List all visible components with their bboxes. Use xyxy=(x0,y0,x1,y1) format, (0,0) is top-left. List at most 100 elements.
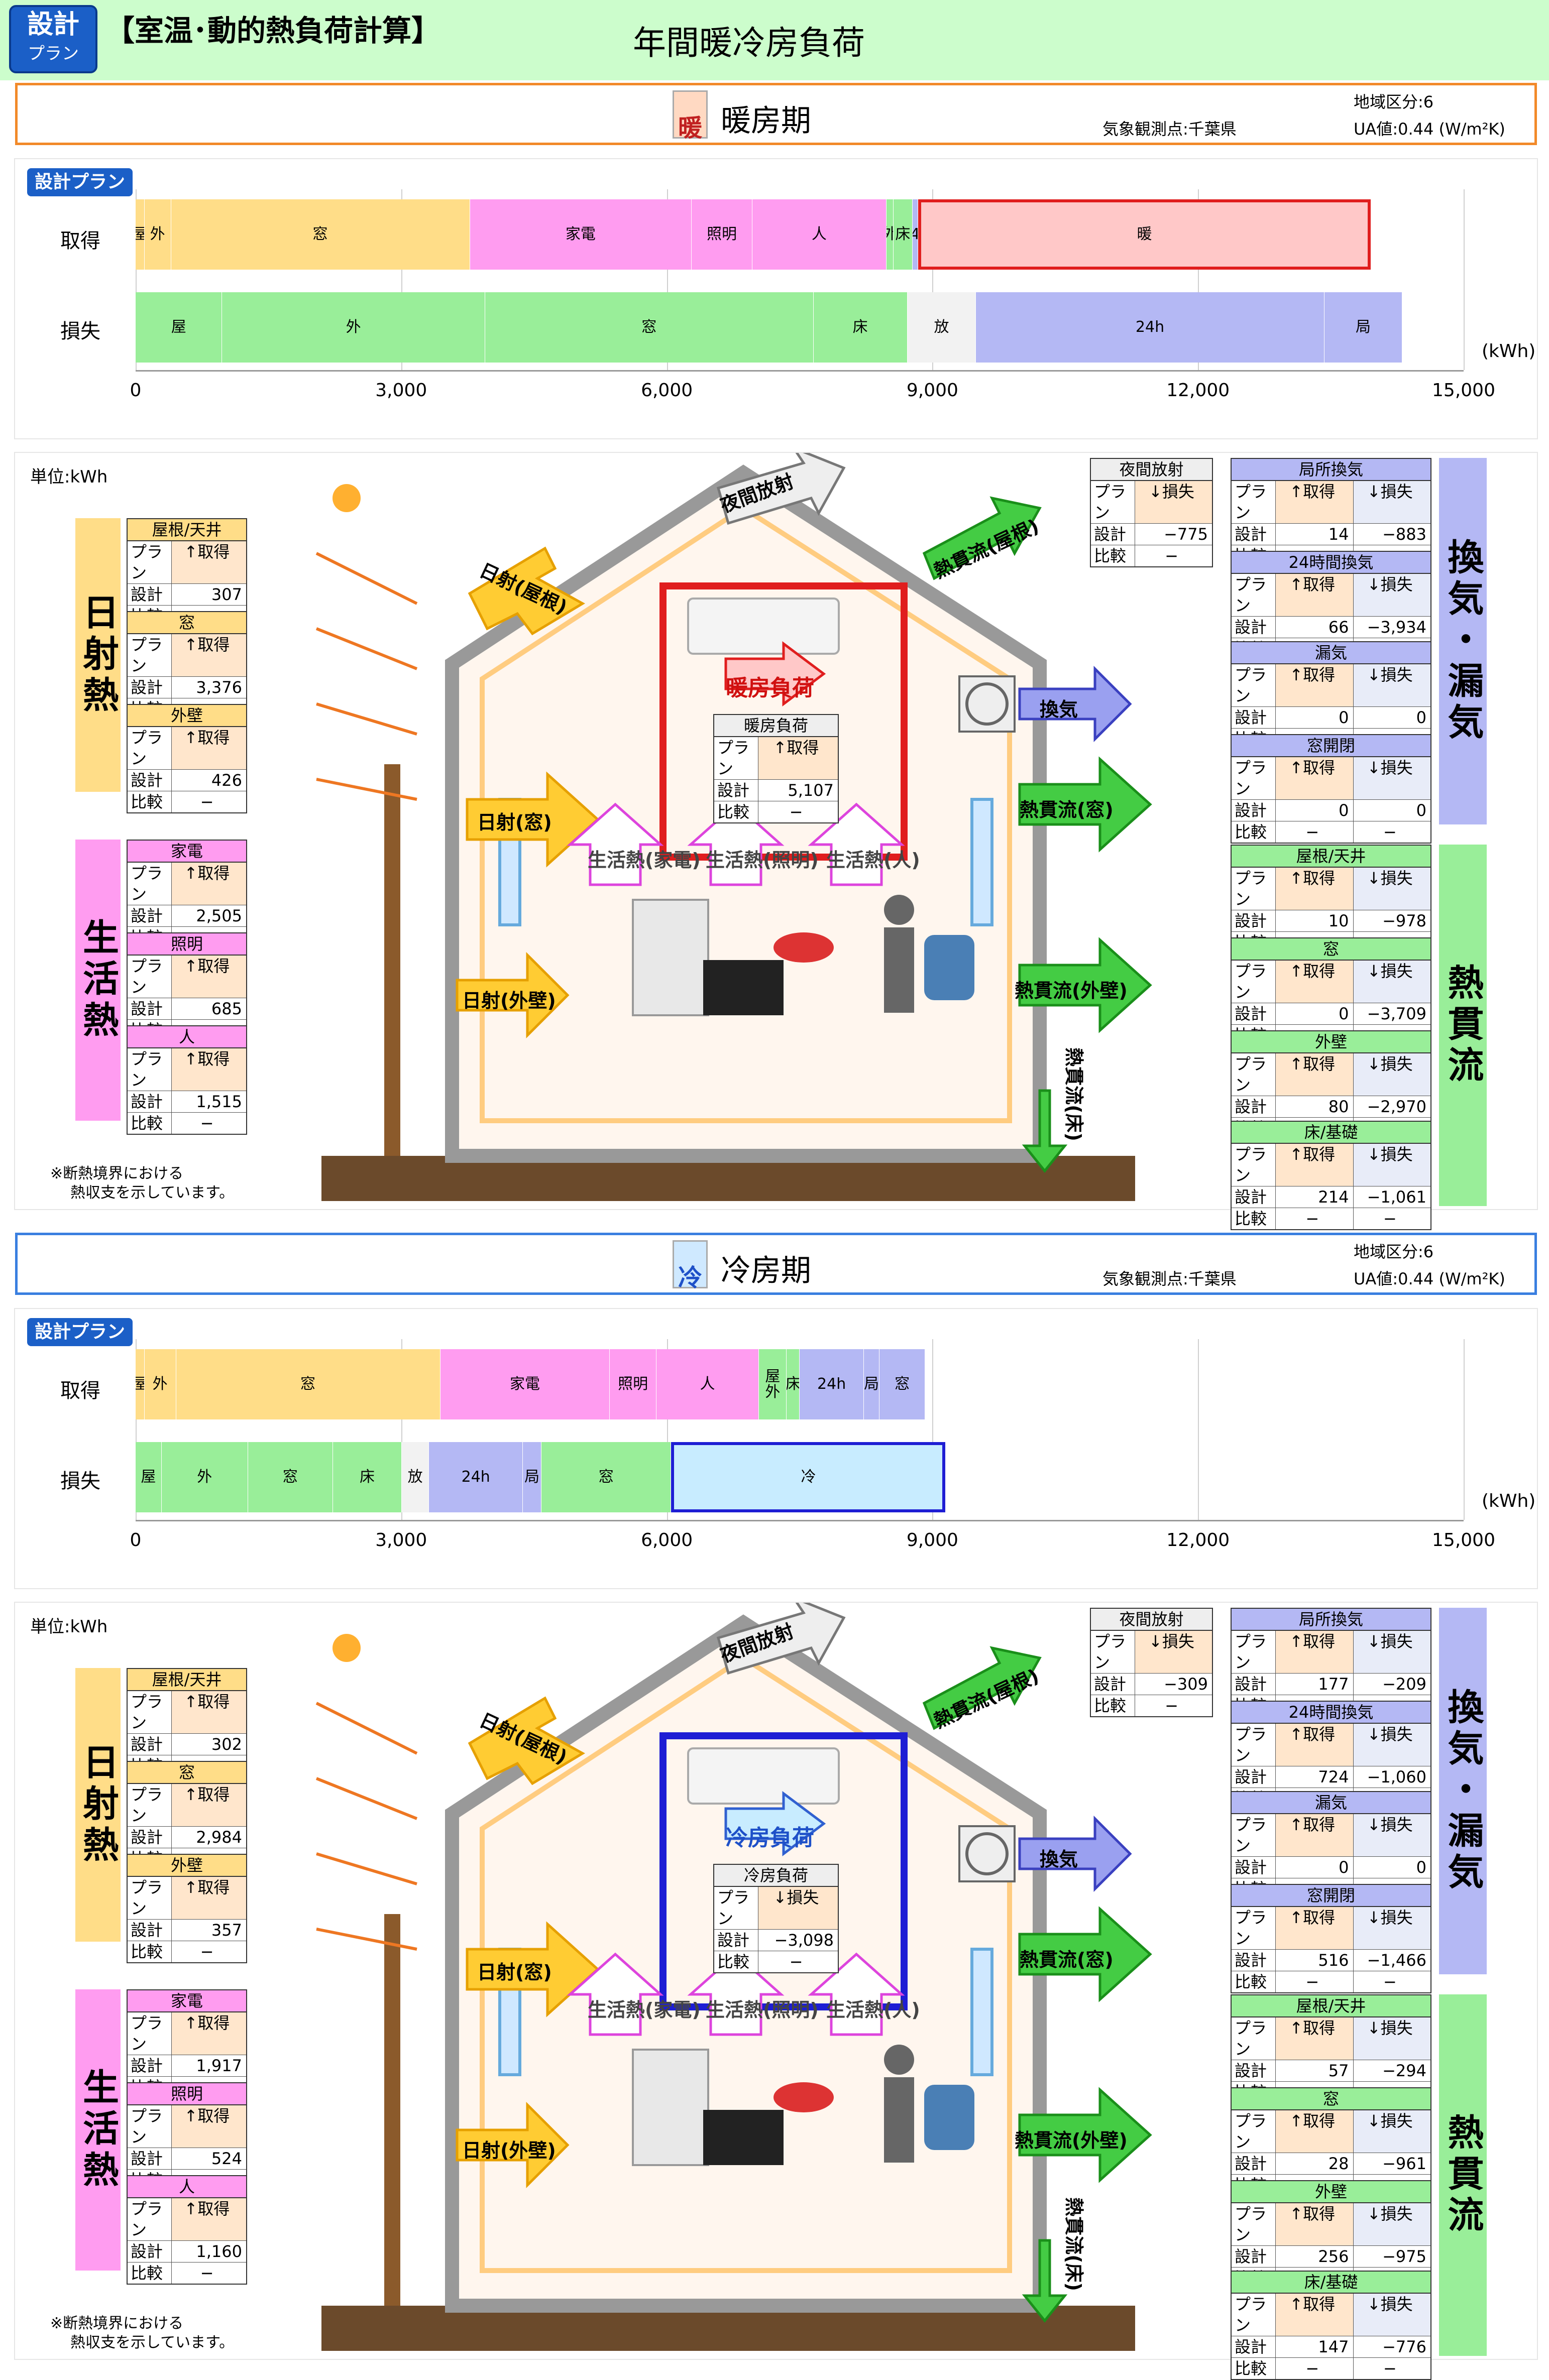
row-design: 設計 xyxy=(1091,1674,1135,1695)
cooling-note-line1: ※断熱境界における xyxy=(50,2315,184,2332)
heating-arrow-life_person: 生活熱(人) xyxy=(826,849,920,871)
x-tick-label: 15,000 xyxy=(1432,380,1495,401)
table-title: 屋根/天井 xyxy=(128,1669,246,1691)
col-header: ↑取得 xyxy=(758,737,838,779)
table-title: 家電 xyxy=(128,1990,246,2012)
design-value: 1,917 xyxy=(196,2056,242,2075)
heating-note-line2: 熱収支を示しています。 xyxy=(70,1184,235,1202)
col-plan: プラン xyxy=(1232,961,1276,1003)
x-tick-label: 6,000 xyxy=(641,380,693,401)
table-header-row: プラン↑取得 xyxy=(128,1877,246,1920)
table-header-row: プラン↑取得↓損失 xyxy=(1232,2203,1430,2246)
loss-value: −2,970 xyxy=(1367,1097,1426,1116)
heating-group-sun_group: 日射熱 xyxy=(75,518,121,792)
col-plan: プラン xyxy=(1232,2203,1276,2245)
row-design: 設計 xyxy=(128,2148,172,2169)
col-plan: プラン xyxy=(128,956,172,998)
loss-value: −1,466 xyxy=(1367,1951,1426,1970)
row-design: 設計 xyxy=(1232,617,1276,638)
col-gain: ↑取得 xyxy=(1276,2017,1354,2060)
compare-gain: − xyxy=(1276,2358,1354,2379)
table-title: 冷房負荷 xyxy=(714,1865,838,1887)
row-design: 設計 xyxy=(714,1930,758,1951)
col-plan: プラン xyxy=(1232,1144,1276,1186)
col-plan: プラン xyxy=(1232,574,1276,616)
bar-segment: 床 xyxy=(894,199,913,270)
heating-loss-label: 損失 xyxy=(60,320,100,343)
col-plan: プラン xyxy=(1232,757,1276,799)
col-header: ↑取得 xyxy=(172,2105,246,2148)
col-plan: プラン xyxy=(128,1877,172,1919)
table-title: 漏気 xyxy=(1232,1792,1430,1814)
table-title: 家電 xyxy=(128,841,246,863)
row-design: 設計 xyxy=(1232,2246,1276,2267)
table-row-compare: 比較− xyxy=(1091,545,1212,566)
heating-region: 地域区分:6 xyxy=(1354,92,1434,111)
table-header-row: プラン↑取得 xyxy=(128,2198,246,2241)
col-header: ↓損失 xyxy=(758,1887,838,1929)
gain-value: 724 xyxy=(1276,1766,1354,1788)
row-design: 設計 xyxy=(1232,1950,1276,1971)
table-title: 外壁 xyxy=(128,705,246,727)
cooling-group-sun_group: 日射熱 xyxy=(75,1668,121,1942)
table-row-compare: 比較 − xyxy=(128,1941,246,1962)
cooling-ua-value: UA値:0.44 (W/m²K) xyxy=(1354,1269,1505,1288)
cooling-season-icon: 冷 xyxy=(673,1240,708,1292)
table-header-row: プラン↑取得 xyxy=(714,737,838,780)
bar-segment: 放 xyxy=(907,292,976,363)
cooling-arrow-win_cond: 熱貫流(窓) xyxy=(1020,1949,1114,1971)
cooling-arrow-life_app: 生活熱(家電) xyxy=(588,1999,701,2021)
col-plan: プラン xyxy=(1232,2017,1276,2060)
table-header-row: プラン↑取得↓損失 xyxy=(1232,757,1430,800)
x-tick-label: 9,000 xyxy=(906,380,958,401)
col-loss: ↓損失 xyxy=(1353,664,1430,706)
col-header: ↑取得 xyxy=(172,1877,246,1919)
col-plan: プラン xyxy=(1232,1907,1276,1949)
cooling-arrow-vent: 換気 xyxy=(1040,1848,1078,1870)
heating-group-cond_group: 熱貫流 xyxy=(1439,845,1487,1206)
gain-value: 0 xyxy=(1276,1003,1354,1024)
table-row-design: 設計−309 xyxy=(1091,1674,1212,1695)
loss-value: 0 xyxy=(1416,708,1426,727)
gain-value: 57 xyxy=(1276,2060,1354,2081)
cooling-arrow-wall_sun: 日射(外壁) xyxy=(462,2139,556,2162)
col-loss: ↓損失 xyxy=(1353,1907,1430,1949)
row-design: 設計 xyxy=(128,584,172,605)
loss-value: −1,061 xyxy=(1367,1187,1426,1207)
row-design: 設計 xyxy=(128,998,172,1019)
heating-season-title: 暖房期 xyxy=(721,103,811,139)
bar-segment: 冷 xyxy=(671,1442,946,1512)
x-tick-label: 15,000 xyxy=(1432,1530,1495,1551)
table-header-row: プラン↑取得↓損失 xyxy=(1232,1814,1430,1857)
compare-value: − xyxy=(200,1942,214,1961)
cooling-bar-logo: 設計プラン xyxy=(27,1318,133,1346)
table-row-compare: 比較− xyxy=(1091,1695,1212,1716)
row-compare: 比較 xyxy=(128,1941,172,1962)
table-title: 24時間換気 xyxy=(1232,552,1430,574)
row-design: 設計 xyxy=(1232,524,1276,545)
bar-segment: 外 xyxy=(144,199,171,270)
table-header-row: プラン↑取得 xyxy=(128,863,246,905)
gridline xyxy=(932,189,934,370)
col-loss: ↓損失 xyxy=(1353,1631,1430,1673)
table-header-row: プラン↑取得↓損失 xyxy=(1232,664,1430,707)
col-gain: ↑取得 xyxy=(1276,2294,1354,2336)
bar-segment: 窓 xyxy=(541,1442,672,1512)
table-title: 24時間換気 xyxy=(1232,1702,1430,1724)
design-plan-logo: 設計 プラン xyxy=(9,5,97,73)
